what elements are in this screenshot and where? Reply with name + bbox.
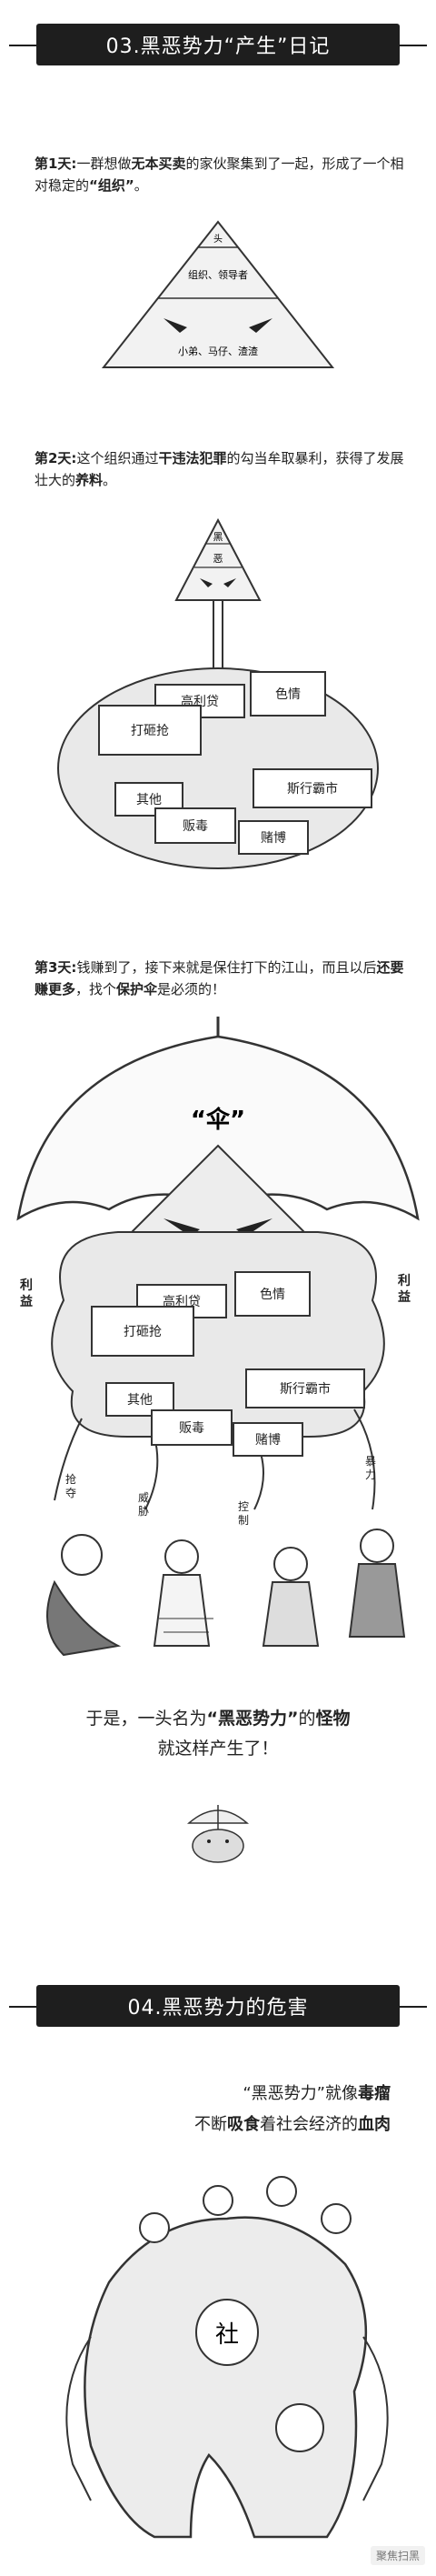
day3-label: 第3天: (35, 959, 77, 976)
crime-box-drugs-2: 贩毒 (151, 1409, 233, 1446)
section3-banner: 03.黑恶势力“产生”日记 (9, 24, 427, 65)
society-mark: 社 (215, 2321, 239, 2349)
crime-box-porn: 色情 (250, 671, 326, 717)
day2-text-c: 。 (103, 472, 117, 488)
section4-line1: “黑恶势力”就像毒瘤 (243, 2080, 391, 2104)
pyramid2-top: 黑 (213, 531, 223, 543)
day1-text-c: 。 (134, 177, 148, 194)
day3-text-a: 钱赚到了，接下来就是保住打下的江山，而且以后 (76, 959, 377, 976)
day3-text-c: 是必须的！ (157, 981, 226, 997)
section4-line2: 不断吸食着社会经济的血肉 (194, 2111, 391, 2135)
tentacle-label-rob: 抢夺 (65, 1473, 77, 1499)
victim-in-hand (275, 2403, 324, 2452)
section3-title: 03.黑恶势力“产生”日记 (105, 35, 331, 58)
tentacle-label-threat: 威胁 (138, 1491, 150, 1518)
head-2 (203, 2185, 233, 2216)
pyramid2-middle: 恶 (213, 553, 223, 565)
small-eye-left-icon (200, 578, 213, 587)
victim-2 (153, 1539, 213, 1647)
pyramid-small: 黑 恶 (174, 517, 262, 671)
watermark-text: 聚焦扫黑 (375, 2550, 420, 2562)
victims-illustration (46, 1529, 406, 1657)
crime-box-gambling-2: 赌博 (233, 1422, 303, 1457)
victim-1 (46, 1534, 122, 1657)
conclusion-line2: 就这样产生了！ (157, 1739, 279, 1759)
umbrella-canopy (16, 1035, 420, 1221)
s4-line2-b: 着社会经济的 (260, 2115, 358, 2134)
crime-box-market-bully-2: 斯行霸市 (245, 1368, 365, 1408)
day1-label: 第1天: (35, 155, 77, 172)
day1-bold-b: “组织” (89, 177, 134, 194)
day3-bold-b: 保护伞 (116, 981, 158, 997)
conclusion-1-bold: “黑恶势力” (206, 1709, 299, 1729)
day2-text: 第2天:这个组织通过干违法犯罪的勾当牟取暴利，获得了发展壮大的养料。 (35, 447, 416, 491)
conclusion-1a: 于是，一头名为 (85, 1709, 207, 1729)
tentacle-label-violence: 暴力 (365, 1455, 377, 1481)
conclusion-line1: 于是，一头名为“黑恶势力”的怪物 (0, 1705, 436, 1732)
crime-box-drugs: 贩毒 (154, 807, 236, 844)
head-4 (321, 2203, 352, 2234)
victim-4 (348, 1529, 406, 1638)
pyramid1-middle: 组织、领导者 (188, 268, 248, 281)
feeding-pipe (213, 600, 223, 671)
crime-box-market-bully: 斯行霸市 (253, 768, 372, 808)
pyramid-diagram: 头 组织、领导者 小弟、马仔、渣渣 (101, 220, 335, 368)
monster-arm-right (362, 2336, 389, 2501)
conclusion-1b: 的 (298, 1709, 316, 1729)
monster-torso (84, 2216, 368, 2539)
s4-line1-bold: 毒瘤 (358, 2084, 391, 2103)
small-eye-right-icon (223, 578, 236, 587)
section4-banner: 04.黑恶势力的危害 (9, 1985, 427, 2027)
side-label-left: 利益 (20, 1278, 33, 1309)
day1-text-b: 的家伙聚集到了一起，形成了一个相对稳定的 (35, 155, 404, 194)
crime-box-other-2: 其他 (105, 1382, 174, 1417)
crime-box-porn-2: 色情 (234, 1271, 311, 1317)
society-orb (195, 2299, 259, 2366)
s4-line2-a: 不断 (194, 2115, 227, 2134)
day2-bold-a: 干违法犯罪 (158, 450, 227, 466)
day2-text-a: 这个组织通过 (76, 450, 159, 466)
monster-arm-left (65, 2336, 92, 2501)
crime-box-robbery-2: 打砸抢 (91, 1306, 194, 1357)
tentacle-label-control: 控制 (238, 1500, 250, 1527)
day3-text: 第3天:钱赚到了，接下来就是保住打下的江山，而且以后还要赚更多，找个保护伞是必须… (35, 957, 416, 1000)
day1-text-a: 一群想做 (76, 155, 132, 172)
umbrella-label: “伞” (191, 1106, 245, 1134)
s4-line1-a: “黑恶势力”就像 (243, 2084, 358, 2103)
victim-3 (262, 1547, 320, 1647)
watermark: 聚焦扫黑 (370, 2546, 425, 2565)
s4-line2-bold2: 血肉 (358, 2115, 391, 2134)
day1-text: 第1天:一群想做无本买卖的家伙聚集到了一起，形成了一个相对稳定的“组织”。 (35, 153, 416, 196)
pyramid1-top: 头 (213, 234, 223, 245)
head-3 (266, 2176, 297, 2207)
day2-label: 第2天: (35, 450, 77, 466)
crime-box-robbery: 打砸抢 (98, 705, 202, 756)
tumor-monster-illustration: 社 (65, 2176, 389, 2539)
evil-eye-right-icon (249, 318, 272, 333)
side-label-right: 利益 (398, 1274, 411, 1305)
conclusion-1-bold2: 怪物 (315, 1709, 351, 1729)
day3-text-b: ，找个 (75, 981, 117, 997)
day1-bold-a: 无本买卖 (131, 155, 186, 172)
s4-line2-bold: 吸食 (227, 2115, 260, 2134)
day2-bold-b: 养料 (75, 472, 104, 488)
small-monster-icon (187, 1805, 249, 1863)
day2-text-b: 的勾当牟取暴利，获得了发展壮大的 (35, 450, 404, 488)
head-1 (139, 2212, 170, 2243)
section4-title: 04.黑恶势力的危害 (127, 1997, 309, 2020)
evil-eye-left-icon (164, 318, 187, 333)
pyramid1-bottom: 小弟、马仔、渣渣 (178, 345, 258, 357)
day3-bold-a: 还要赚更多 (35, 959, 404, 997)
crime-box-gambling: 赌博 (238, 820, 309, 855)
